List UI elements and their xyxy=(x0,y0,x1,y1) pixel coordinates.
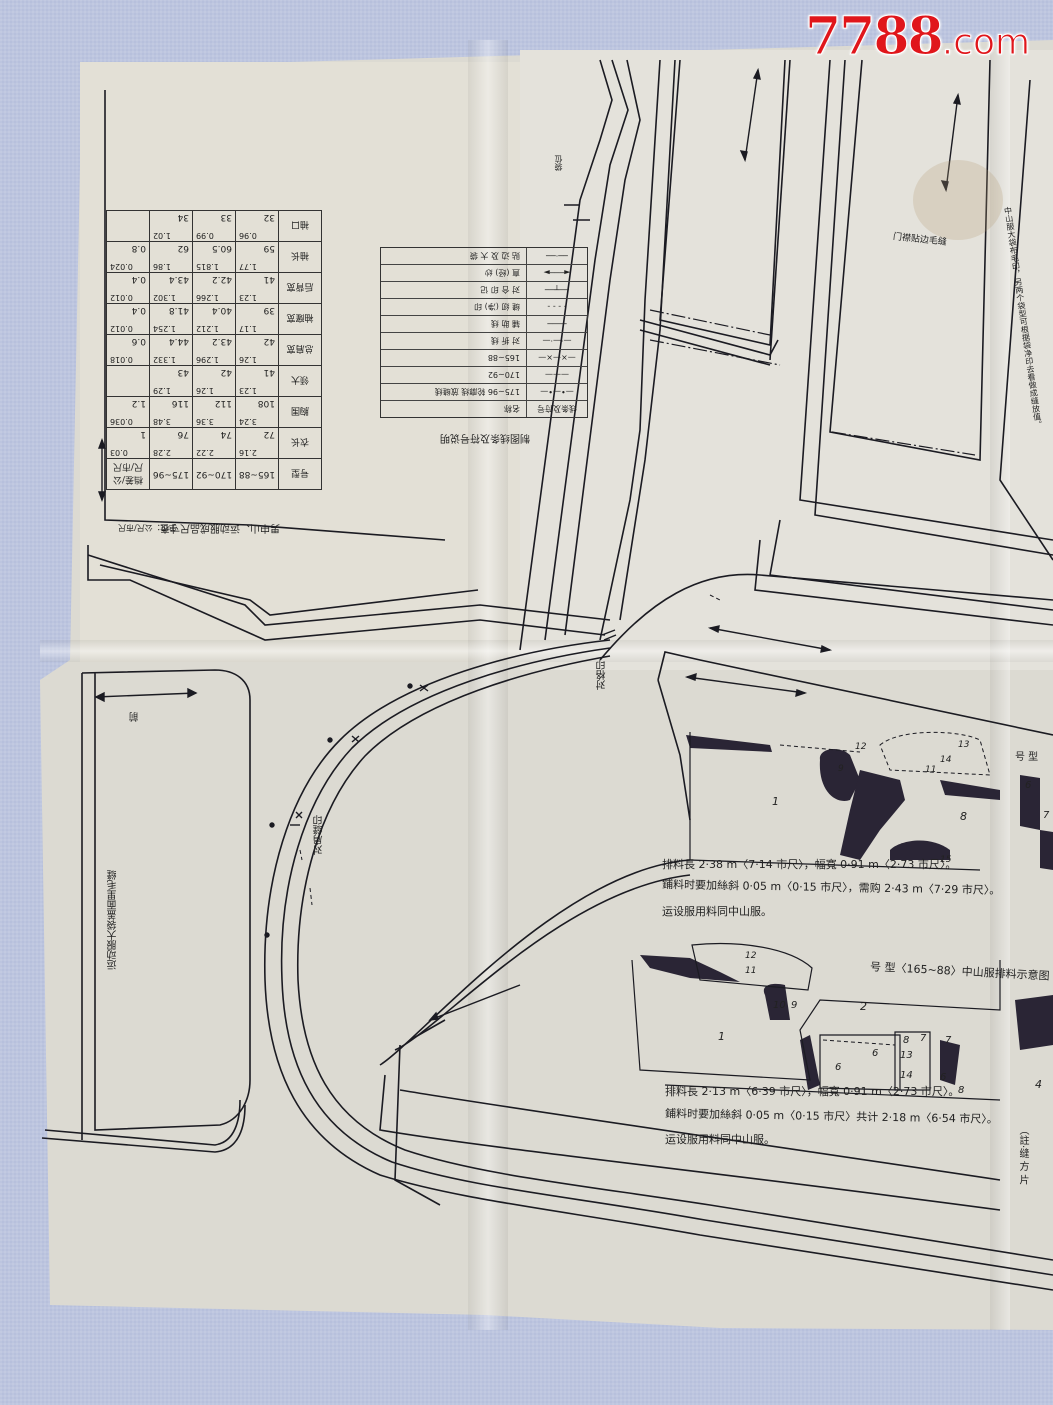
pocket-flap-note: 运动服大袋盖面里毛缝 xyxy=(108,870,119,970)
piece-number: 10 xyxy=(773,1000,786,1011)
header-175: 175~96 xyxy=(149,458,193,490)
water-stain xyxy=(913,160,1003,240)
watermark-suffix: .com xyxy=(941,22,1031,64)
dashed-line-icon: - - - - xyxy=(526,299,587,315)
piece-number: 6 xyxy=(940,1072,947,1083)
t-mark-icon: ──┬── xyxy=(526,282,587,298)
pocket-position-label: 袋位 xyxy=(554,155,563,171)
piece-number: 13 xyxy=(958,740,970,750)
layout-165-note-1: 排料長 2·13 m〈6·39 市尺〉，幅寬 0·91 m〈2·73 市尺〉。 xyxy=(665,1085,960,1098)
piece-number: 14 xyxy=(900,1070,913,1081)
header-170: 170~92 xyxy=(192,458,236,490)
piece-number: 8 xyxy=(958,1085,965,1096)
piece-number: 6 xyxy=(1025,780,1032,791)
piece-number: 1 xyxy=(772,795,779,808)
size-table-title: 男中山、运动服成品尺寸表 xyxy=(160,522,280,533)
legend-row: —×—×—165~88 xyxy=(381,349,587,366)
sheet-upper-right-panel xyxy=(520,50,1053,670)
piece-number: 11 xyxy=(745,966,757,976)
shoulder-seam-mark-label: 对肩缝印 xyxy=(314,815,325,855)
sleeve-curve-outer xyxy=(263,639,1053,1291)
size-table-unit: 单位：公尺/市尺 xyxy=(118,523,177,532)
match-mark-label: 对格印 xyxy=(597,660,608,690)
dash-long-line-icon: ──·── xyxy=(526,248,587,264)
piece-number: 7 xyxy=(945,1035,952,1046)
sheet-upper-left-panel xyxy=(80,62,520,662)
piece-number: 11 xyxy=(925,765,937,775)
symbol-legend: 线条及符号名称 —•—•—175~96 轮廓线 放缝线 ———170~92 —×… xyxy=(380,247,588,418)
layout-175-note-1: 排料長 2·38 m〈7·14 市尺〉，幅寬 0·91 m〈2·73 市尺〉。 xyxy=(662,858,957,871)
double-arrow-icon: ◄───► xyxy=(526,265,587,281)
piece-number: 2 xyxy=(860,1000,867,1013)
piece-number: 8 xyxy=(903,1035,910,1046)
piece-number: 12 xyxy=(745,951,757,961)
layout-title-fragment: 号 型 xyxy=(1015,752,1039,763)
piece-number: 14 xyxy=(940,755,952,765)
legend-row: ◄───►直 (经) 纱 xyxy=(381,264,587,281)
front-label: 前 xyxy=(130,712,141,722)
piece-number: 7 xyxy=(1043,810,1050,821)
legend-header: 线条及符号名称 xyxy=(381,400,587,417)
piece-number: 9 xyxy=(791,1000,798,1011)
piece-number: 13 xyxy=(900,1050,913,1061)
piece-number: 12 xyxy=(855,742,867,752)
legend-row: ──┬──对 合 印 记 xyxy=(381,281,587,298)
piece-number: 15 xyxy=(940,855,952,865)
dot-line-icon: —•—•— xyxy=(526,384,587,400)
legend-row: ────辅 助 线 xyxy=(381,315,587,332)
header-165: 165~88 xyxy=(235,458,279,490)
vertical-fold-crease xyxy=(468,40,508,1330)
piece-number: 6 xyxy=(872,1048,879,1059)
header-size-cell: 号型 xyxy=(278,458,322,490)
header-diff: 档差/公尺/市尺 xyxy=(106,458,150,490)
vertical-fold-crease-right xyxy=(990,40,1010,1330)
piece-number: 9 xyxy=(838,764,844,774)
watermark-7788: 7788.com xyxy=(805,6,1031,68)
layout-175-note-3: 运设服用料同中山服。 xyxy=(662,905,772,918)
horizontal-fold-crease xyxy=(40,640,1053,662)
upper-left-frame-line xyxy=(104,90,446,541)
piece-number: 7 xyxy=(920,1033,927,1044)
layout-165-note-3: 运设服用料同中山服。 xyxy=(665,1133,775,1146)
legend-title: 制图线条及符号说明 xyxy=(440,432,530,443)
watermark-number: 7788 xyxy=(805,6,945,68)
legend-row: —·—·—对 折 线 xyxy=(381,332,587,349)
legend-row: ———170~92 xyxy=(381,366,587,383)
legend-row: —•—•—175~96 轮廓线 放缝线 xyxy=(381,383,587,400)
legend-row: - - - -缝 纫 (净) 印 xyxy=(381,298,587,315)
cross-line-icon: —×—×— xyxy=(526,350,587,366)
piece-number: 1 xyxy=(718,1030,725,1043)
dash-dot-line-icon: —·—·— xyxy=(526,333,587,349)
piece-number: 6 xyxy=(835,1062,842,1073)
layout-165-side-note: （註·缝 方 片 xyxy=(1017,1125,1028,1185)
thin-line-icon: ──── xyxy=(526,316,587,332)
solid-line-icon: ——— xyxy=(526,367,587,383)
pocket-flap-outline xyxy=(81,669,251,1140)
piece-number: 4 xyxy=(1035,1078,1042,1091)
piece-number: 8 xyxy=(960,810,967,823)
legend-row: ──·──贴 边 及 大 袋 xyxy=(381,248,587,264)
